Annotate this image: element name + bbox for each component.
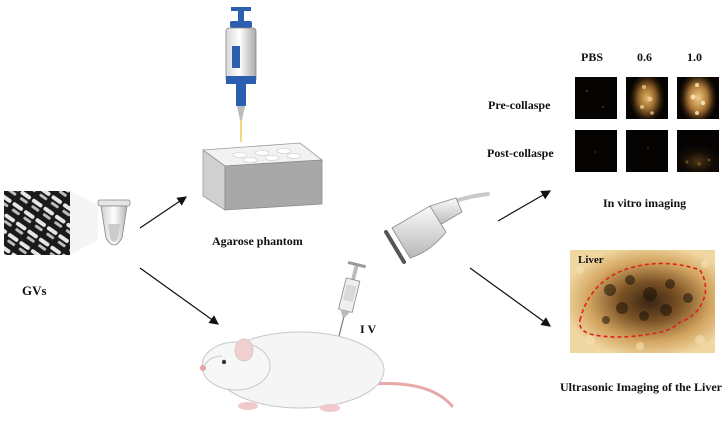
panel-pre-1-0 xyxy=(677,77,719,119)
iv-label: I V xyxy=(360,322,377,336)
liver-caption: Ultrasonic Imaging of the Liver xyxy=(560,380,722,394)
gv-micrograph xyxy=(4,191,98,255)
pipette-icon xyxy=(225,7,257,142)
row-label-pre: Pre-collaspe xyxy=(488,98,551,112)
col-header-0-6: 0.6 xyxy=(637,50,652,64)
arrow-gv-to-phantom xyxy=(139,196,187,229)
eppendorf-tube-icon xyxy=(97,199,131,246)
agarose-phantom-label: Agarose phantom xyxy=(212,234,303,248)
agarose-phantom-box xyxy=(201,142,324,211)
panel-pre-0-6 xyxy=(626,77,668,119)
liver-outline xyxy=(578,262,707,338)
col-header-1-0: 1.0 xyxy=(687,50,702,64)
liver-inset-label: Liver xyxy=(578,254,604,266)
liver-ultrasound-texture xyxy=(576,260,709,350)
arrow-probe-to-liver xyxy=(469,267,551,327)
row-label-post: Post-collaspe xyxy=(487,146,554,160)
gvs-label: GVs xyxy=(22,283,47,298)
liver-ultrasound-image: Liver xyxy=(570,250,715,353)
arrows xyxy=(139,190,552,327)
arrow-probe-to-invitro xyxy=(497,190,552,222)
syringe-icon xyxy=(338,260,366,338)
mouse-icon xyxy=(200,331,454,412)
arrow-gv-to-mouse xyxy=(139,267,219,325)
in-vitro-caption: In vitro imaging xyxy=(603,196,687,210)
ultrasound-probe-icon xyxy=(384,192,490,264)
panel-pre-pbs xyxy=(575,77,617,119)
col-header-pbs: PBS xyxy=(581,50,604,64)
panel-post-pbs xyxy=(575,130,617,172)
panel-post-0-6 xyxy=(626,130,668,172)
panel-post-1-0 xyxy=(677,130,719,172)
